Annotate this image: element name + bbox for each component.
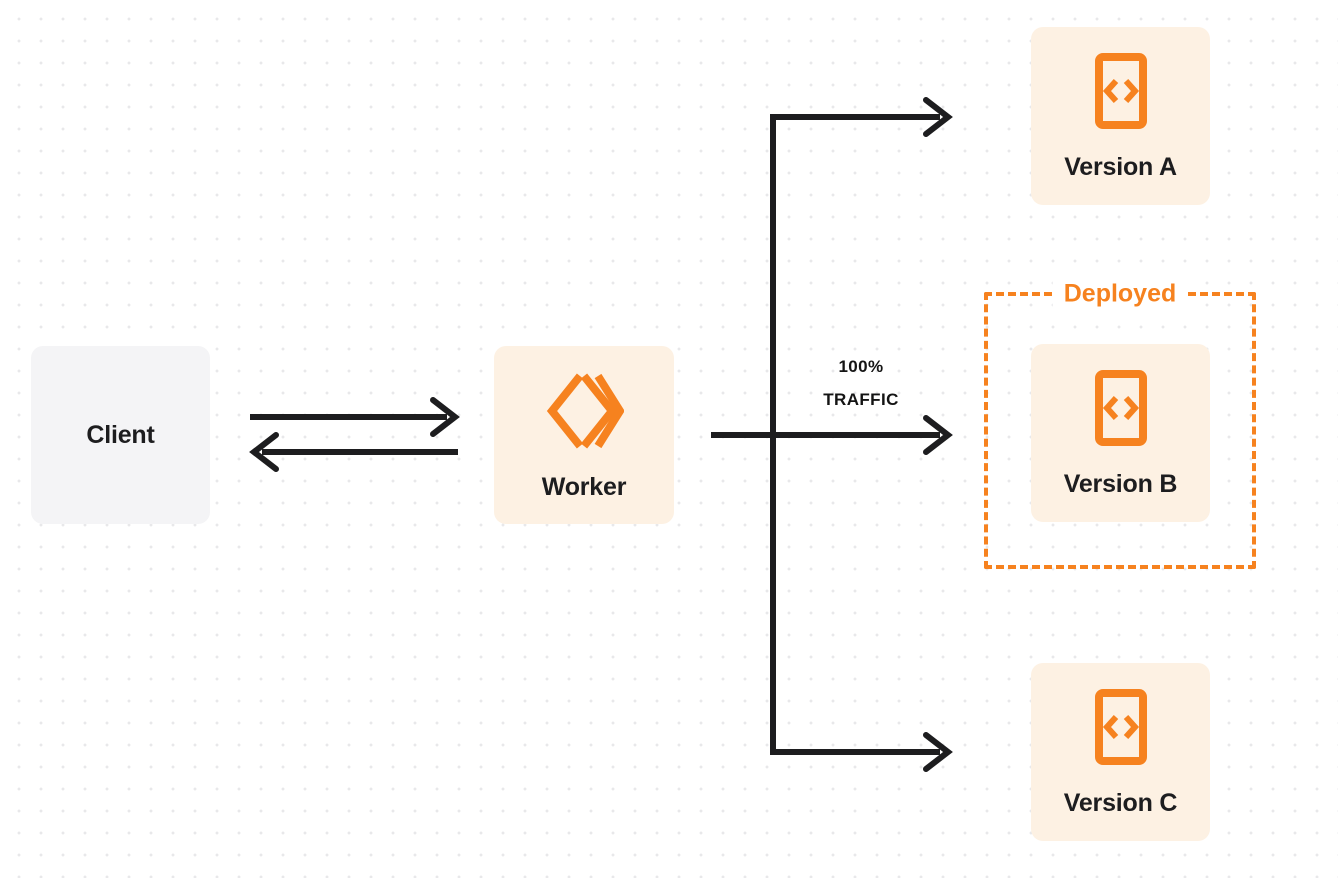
code-document-icon <box>1090 52 1152 135</box>
node-version-b-label: Version B <box>1063 470 1178 498</box>
node-version-b[interactable]: Version B <box>1031 344 1210 522</box>
traffic-label: 100% TRAFFIC <box>790 350 932 416</box>
node-worker-label: Worker <box>541 473 627 501</box>
traffic-percent: 100% <box>838 357 884 376</box>
node-client-label: Client <box>86 420 155 449</box>
node-version-c[interactable]: Version C <box>1031 663 1210 841</box>
edge-client-to-worker <box>250 397 460 437</box>
node-version-a-label: Version A <box>1064 153 1177 181</box>
node-worker[interactable]: Worker <box>494 346 674 524</box>
group-deployed: Deployed <box>984 281 1256 569</box>
node-client[interactable]: Client <box>31 346 210 524</box>
cloudflare-workers-logo-icon <box>544 370 625 457</box>
group-deployed-label: Deployed <box>1052 281 1188 307</box>
node-version-c-label: Version C <box>1063 789 1178 817</box>
code-document-icon <box>1090 369 1152 452</box>
edge-worker-to-client <box>249 432 458 472</box>
code-document-icon <box>1090 688 1152 771</box>
edge-worker-to-versions <box>711 97 953 772</box>
node-version-a[interactable]: Version A <box>1031 27 1210 205</box>
traffic-word: TRAFFIC <box>823 390 899 409</box>
